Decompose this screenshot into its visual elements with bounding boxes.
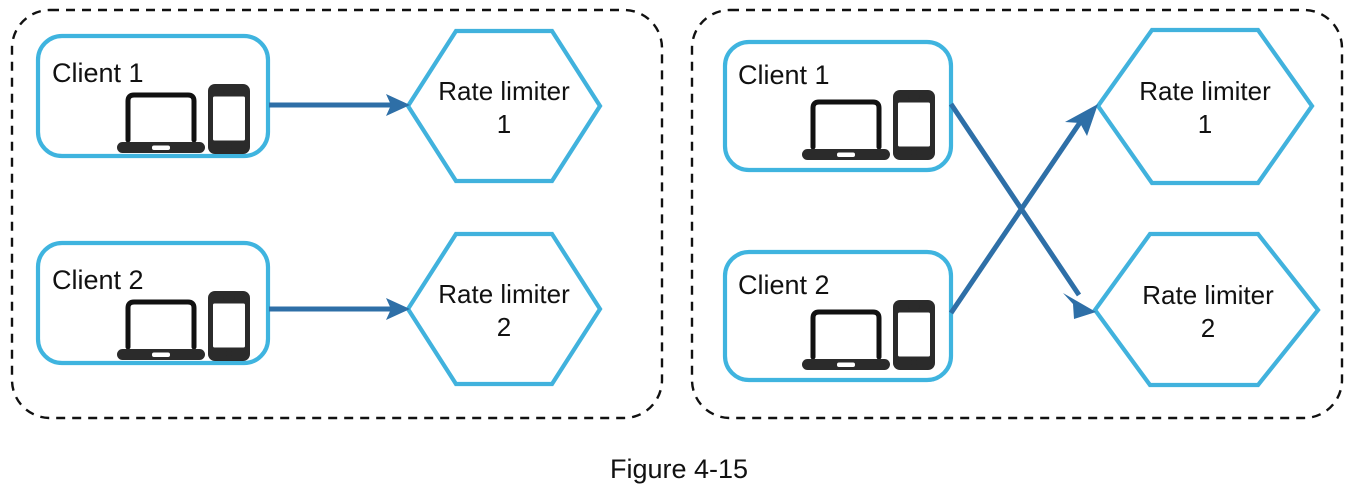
left-limiter-2-label-line1: Rate limiter	[438, 279, 570, 309]
left-client-2-node[interactable]: Client 2	[35, 240, 271, 366]
left-rate-limiter-2-node[interactable]: Rate limiter 2	[405, 231, 603, 387]
right-limiter-1-label-line1: Rate limiter	[1139, 76, 1271, 106]
right-rate-limiter-1-node[interactable]: Rate limiter 1	[1095, 27, 1315, 186]
hexagon-shape	[1092, 231, 1321, 388]
right-flow-client2-to-limiter1	[948, 104, 1098, 315]
smartphone-icon	[893, 90, 935, 160]
right-client-1-node[interactable]: Client 1	[722, 39, 954, 173]
flow-line	[948, 102, 1082, 297]
arrowhead-icon	[1065, 104, 1098, 136]
smartphone-icon	[208, 291, 250, 361]
right-client-1-label: Client 1	[738, 60, 830, 90]
hexagon-shape	[405, 231, 603, 387]
right-panel: Client 1 Client 2	[690, 8, 1344, 420]
left-client-2-label: Client 2	[52, 265, 144, 295]
left-panel: Client 1 Client 2	[10, 8, 664, 420]
left-client-1-label: Client 1	[52, 58, 144, 88]
hexagon-shape	[405, 28, 603, 184]
left-limiter-1-label-line2: 1	[497, 109, 511, 139]
figure-caption: Figure 4-15	[610, 454, 748, 484]
right-client-2-label: Client 2	[738, 270, 830, 300]
right-limiter-1-label-line2: 1	[1198, 109, 1212, 139]
hexagon-shape	[1095, 27, 1315, 186]
right-limiter-2-label-line2: 2	[1201, 313, 1215, 343]
arrowhead-icon	[1063, 293, 1096, 319]
flow-line	[948, 119, 1084, 315]
left-client-1-node[interactable]: Client 1	[35, 33, 271, 159]
left-limiter-2-label-line2: 2	[497, 312, 511, 342]
arrowhead-icon	[386, 94, 410, 116]
left-panel-boundary	[10, 8, 664, 420]
left-flow-client2-to-limiter2	[269, 298, 410, 320]
smartphone-icon	[893, 300, 935, 370]
right-panel-boundary	[690, 8, 1344, 420]
left-flow-client1-to-limiter1	[269, 94, 410, 116]
left-limiter-1-label-line1: Rate limiter	[438, 76, 570, 106]
right-limiter-2-label-line1: Rate limiter	[1142, 280, 1274, 310]
arrowhead-icon	[386, 298, 410, 320]
left-rate-limiter-1-node[interactable]: Rate limiter 1	[405, 28, 603, 184]
smartphone-icon	[208, 84, 250, 154]
right-flow-client1-to-limiter2	[948, 102, 1096, 319]
right-client-2-node[interactable]: Client 2	[722, 249, 954, 383]
right-rate-limiter-2-node[interactable]: Rate limiter 2	[1092, 231, 1321, 388]
